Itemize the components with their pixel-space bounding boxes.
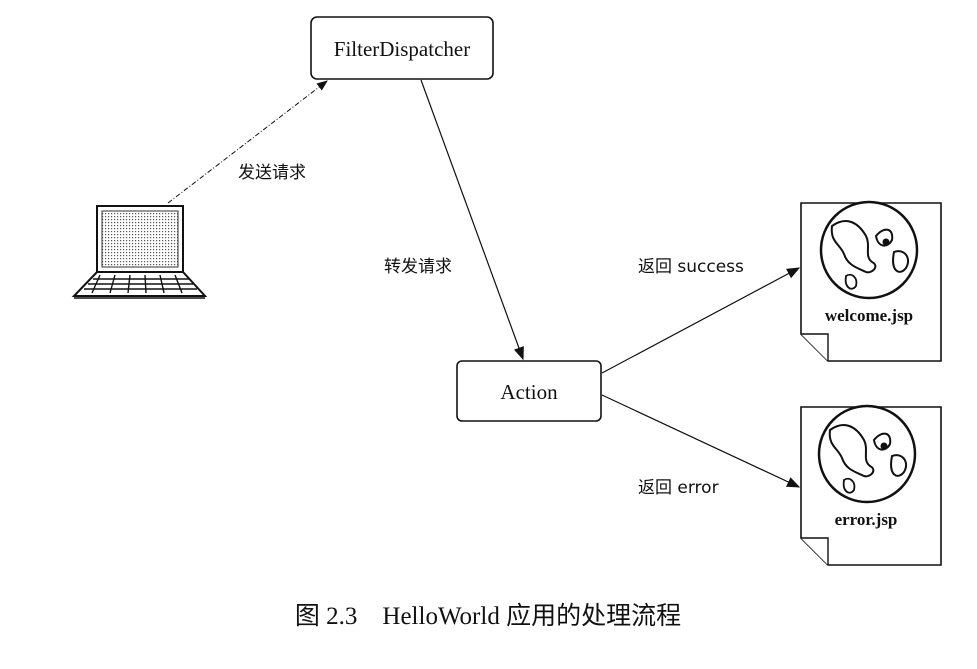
return-success-label: 返回 success [638,257,744,277]
welcome-page-label: welcome.jsp [825,306,913,325]
forward-request-label: 转发请求 [384,257,452,277]
return-success-arrow [601,267,801,374]
send-request-arrow [167,80,328,204]
globe-icon [817,404,917,504]
filter-dispatcher-label: FilterDispatcher [334,37,470,61]
error-page-node: error.jsp [800,404,942,566]
figure-caption: 图 2.3 HelloWorld 应用的处理流程 [295,602,681,630]
laptop-icon [71,205,208,299]
welcome-page-node: welcome.jsp [800,200,942,362]
action-label: Action [500,380,558,404]
return-error-arrow [601,394,801,488]
return-error-label: 返回 error [638,478,719,498]
action-node: Action [456,360,602,422]
filter-dispatcher-node: FilterDispatcher [310,16,494,80]
send-request-label: 发送请求 [238,163,306,183]
error-page-label: error.jsp [835,510,898,529]
globe-icon [819,200,919,300]
forward-request-arrow [420,79,524,361]
